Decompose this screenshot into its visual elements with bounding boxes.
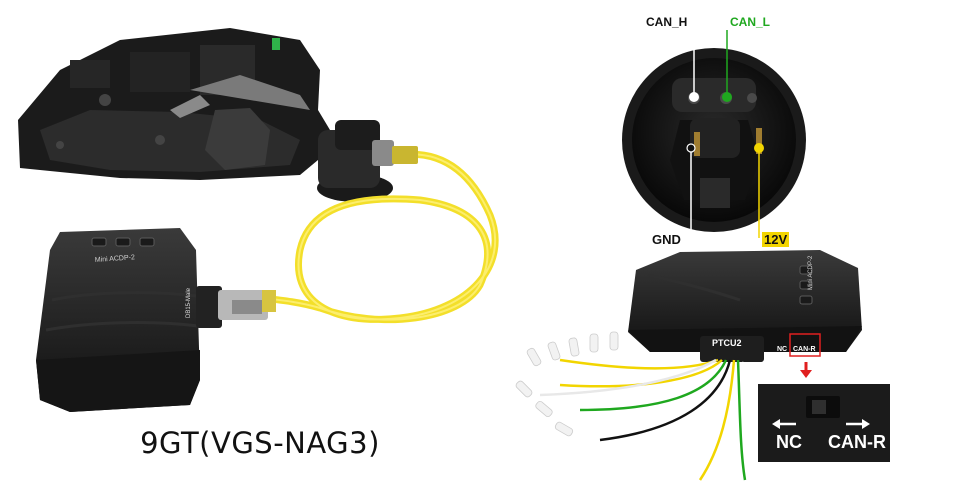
device-left-db15-label: DB15-Male (186, 287, 192, 318)
gnd-label: GND (652, 232, 681, 247)
mini-acdp-device-right (628, 250, 862, 362)
round-socket-pinout (622, 48, 806, 232)
tcu-round-connector (317, 120, 394, 202)
caption-title: 9GT(VGS-NAG3) (140, 426, 380, 460)
yellow-ethernet-cable (258, 150, 499, 324)
gnd-pin-marker (686, 143, 696, 153)
device-left-brand: Mini ACDP-2 (95, 254, 136, 264)
switch-highlight-box (789, 333, 821, 357)
wire-clips (515, 331, 619, 437)
v12-pin-marker (754, 143, 764, 153)
can-l-pin-marker (722, 92, 732, 102)
v12-label: 12V (762, 232, 790, 247)
wire-harness (539, 358, 770, 481)
switch-can-r-label: CAN-R (793, 346, 816, 353)
rj45-plug-top (392, 146, 418, 164)
arrow-left-icon (772, 419, 780, 429)
arrow-right-icon (862, 419, 870, 429)
transmission-valve-body (18, 28, 330, 180)
device-right-brand: Mini ACDP-2 (808, 255, 814, 290)
switch-zoom-inset (758, 384, 890, 462)
can-h-label: CAN_H (646, 15, 688, 29)
mini-acdp-device-left (36, 228, 276, 412)
ptcu2-port-label: PTCU2 (712, 338, 742, 348)
can-l-label: CAN_L (730, 15, 771, 29)
switch-nc-label: NC (777, 346, 788, 353)
zoom-can-r-label: CAN-R (828, 432, 886, 452)
zoom-nc-label: NC (776, 432, 802, 452)
can-h-pin-marker (689, 92, 699, 102)
